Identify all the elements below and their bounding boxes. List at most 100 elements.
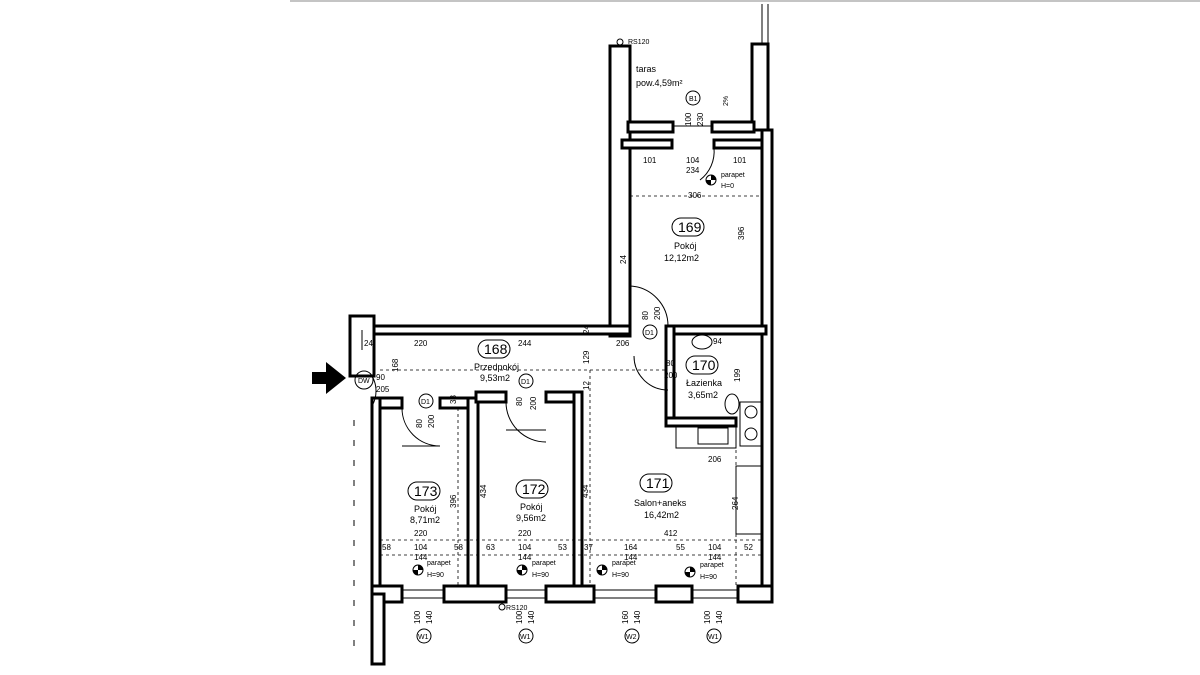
dim-100-w1b: 100	[515, 610, 524, 624]
dim-396-173: 396	[449, 494, 458, 508]
terrace-slope: 2%	[723, 96, 730, 106]
wall-169-top-left	[620, 138, 674, 150]
level-markers	[412, 174, 717, 578]
dim-58-b: 58	[454, 543, 463, 552]
dim-37: 37	[584, 543, 593, 552]
dim-80-172: 80	[515, 397, 524, 406]
parapet-h-173: H=90	[427, 572, 444, 579]
room-171-area: 16,42m2	[644, 510, 679, 520]
tag-w1-c: W1	[708, 634, 719, 641]
dim-200-173: 200	[427, 414, 436, 428]
tag-dw: DW	[358, 378, 370, 385]
wall-173-172	[466, 396, 480, 596]
dim-306: 306	[688, 191, 702, 200]
door-terrace	[699, 147, 715, 181]
dim-104-173: 104	[414, 543, 428, 552]
dim-94: 94	[713, 337, 722, 346]
wall-left-tower	[608, 44, 632, 338]
room-badges	[407, 217, 719, 501]
parapet-h-171b: H=90	[700, 574, 717, 581]
wall-bottom-4	[654, 584, 694, 604]
dim-80-169: 80	[641, 311, 650, 320]
dim-144-171b: 144	[708, 553, 722, 562]
tag-rs120-bottom: RS120	[506, 605, 528, 612]
kitchen-fixtures	[675, 334, 763, 535]
wall-bottom-2	[442, 584, 508, 604]
room-173-area: 8,71m2	[410, 515, 440, 525]
dim-234: 234	[686, 166, 700, 175]
badge-169	[671, 217, 705, 237]
wall-bottom-5	[736, 584, 774, 604]
terrace-name: taras	[636, 64, 657, 74]
dim-220-173: 220	[414, 529, 428, 538]
doors	[371, 147, 715, 447]
dim-80-173: 80	[415, 419, 424, 428]
badge-170	[685, 355, 719, 375]
tag-d1-172: D1	[521, 379, 530, 386]
dim-140-w1c: 140	[715, 610, 724, 624]
wall-terrace-right	[750, 42, 770, 132]
dim-104-172: 104	[518, 543, 532, 552]
door-169	[629, 285, 669, 327]
tag-d1-173: D1	[421, 399, 430, 406]
room-171-number: 171	[646, 475, 670, 491]
wall-170-bottom	[664, 416, 738, 428]
door-172	[505, 401, 547, 443]
dim-129: 129	[582, 350, 591, 364]
dim-168: 168	[391, 358, 400, 372]
dim-200-172: 200	[529, 396, 538, 410]
dim-144-173: 144	[414, 553, 428, 562]
terrace-area: pow.4,59m²	[636, 78, 683, 88]
room-168-number: 168	[484, 341, 508, 357]
dim-220-corridor: 220	[414, 339, 428, 348]
wall-terrace-bottom-left	[626, 120, 675, 134]
dim-200-170: 200	[664, 371, 678, 380]
tag-w1-a: W1	[418, 634, 429, 641]
windows	[402, 4, 769, 599]
dim-140-w1a: 140	[425, 610, 434, 624]
dim-24-169: 24	[619, 255, 628, 264]
room-170-name: Łazienka	[686, 378, 722, 388]
door-170	[633, 355, 669, 391]
dim-104-terrace: 104	[686, 156, 700, 165]
parapet-h-171a: H=90	[612, 572, 629, 579]
dim-160-w2: 160	[621, 610, 630, 624]
parapet-h-172: H=90	[532, 572, 549, 579]
room-173-number: 173	[414, 483, 438, 499]
badge-173	[407, 481, 441, 501]
wall-173-left	[370, 396, 382, 596]
dim-140-w1b: 140	[527, 610, 536, 624]
parapet-label-172: parapet	[532, 560, 556, 567]
parapet-label-171a: parapet	[612, 560, 636, 567]
wall-right-outer	[760, 128, 774, 604]
dim-199: 199	[733, 368, 742, 382]
dim-104-171: 104	[708, 543, 722, 552]
dim-144-172: 144	[518, 553, 532, 562]
wall-left-lower	[370, 592, 386, 666]
dim-63: 63	[486, 543, 495, 552]
dim-101-left: 101	[643, 156, 657, 165]
dim-80-170: 80	[666, 359, 675, 368]
dim-100-w1c: 100	[703, 610, 712, 624]
tag-d1-169: D1	[645, 330, 654, 337]
entrance-arrow	[312, 362, 346, 394]
left-exterior-hatch	[353, 330, 363, 660]
tag-rs120-top: RS120	[628, 39, 650, 46]
dim-144-171a: 144	[624, 553, 638, 562]
door-173	[401, 407, 441, 447]
tag-b1: B1	[689, 96, 698, 103]
room-173-name: Pokój	[414, 504, 437, 514]
walls	[348, 42, 774, 666]
room-169-number: 169	[678, 219, 702, 235]
dim-220-172: 220	[518, 529, 532, 538]
badge-168	[477, 339, 511, 359]
dim-90: 90	[376, 373, 385, 382]
tag-w2: W2	[626, 634, 637, 641]
room-172-area: 9,56m2	[516, 513, 546, 523]
dim-140-w2: 140	[633, 610, 642, 624]
room-169-area: 12,12m2	[664, 253, 699, 263]
parapet-label-171b: parapet	[700, 562, 724, 569]
dim-12: 12	[582, 381, 591, 390]
parapet-label-169: parapet	[721, 172, 745, 179]
dim-58-a: 58	[382, 543, 391, 552]
